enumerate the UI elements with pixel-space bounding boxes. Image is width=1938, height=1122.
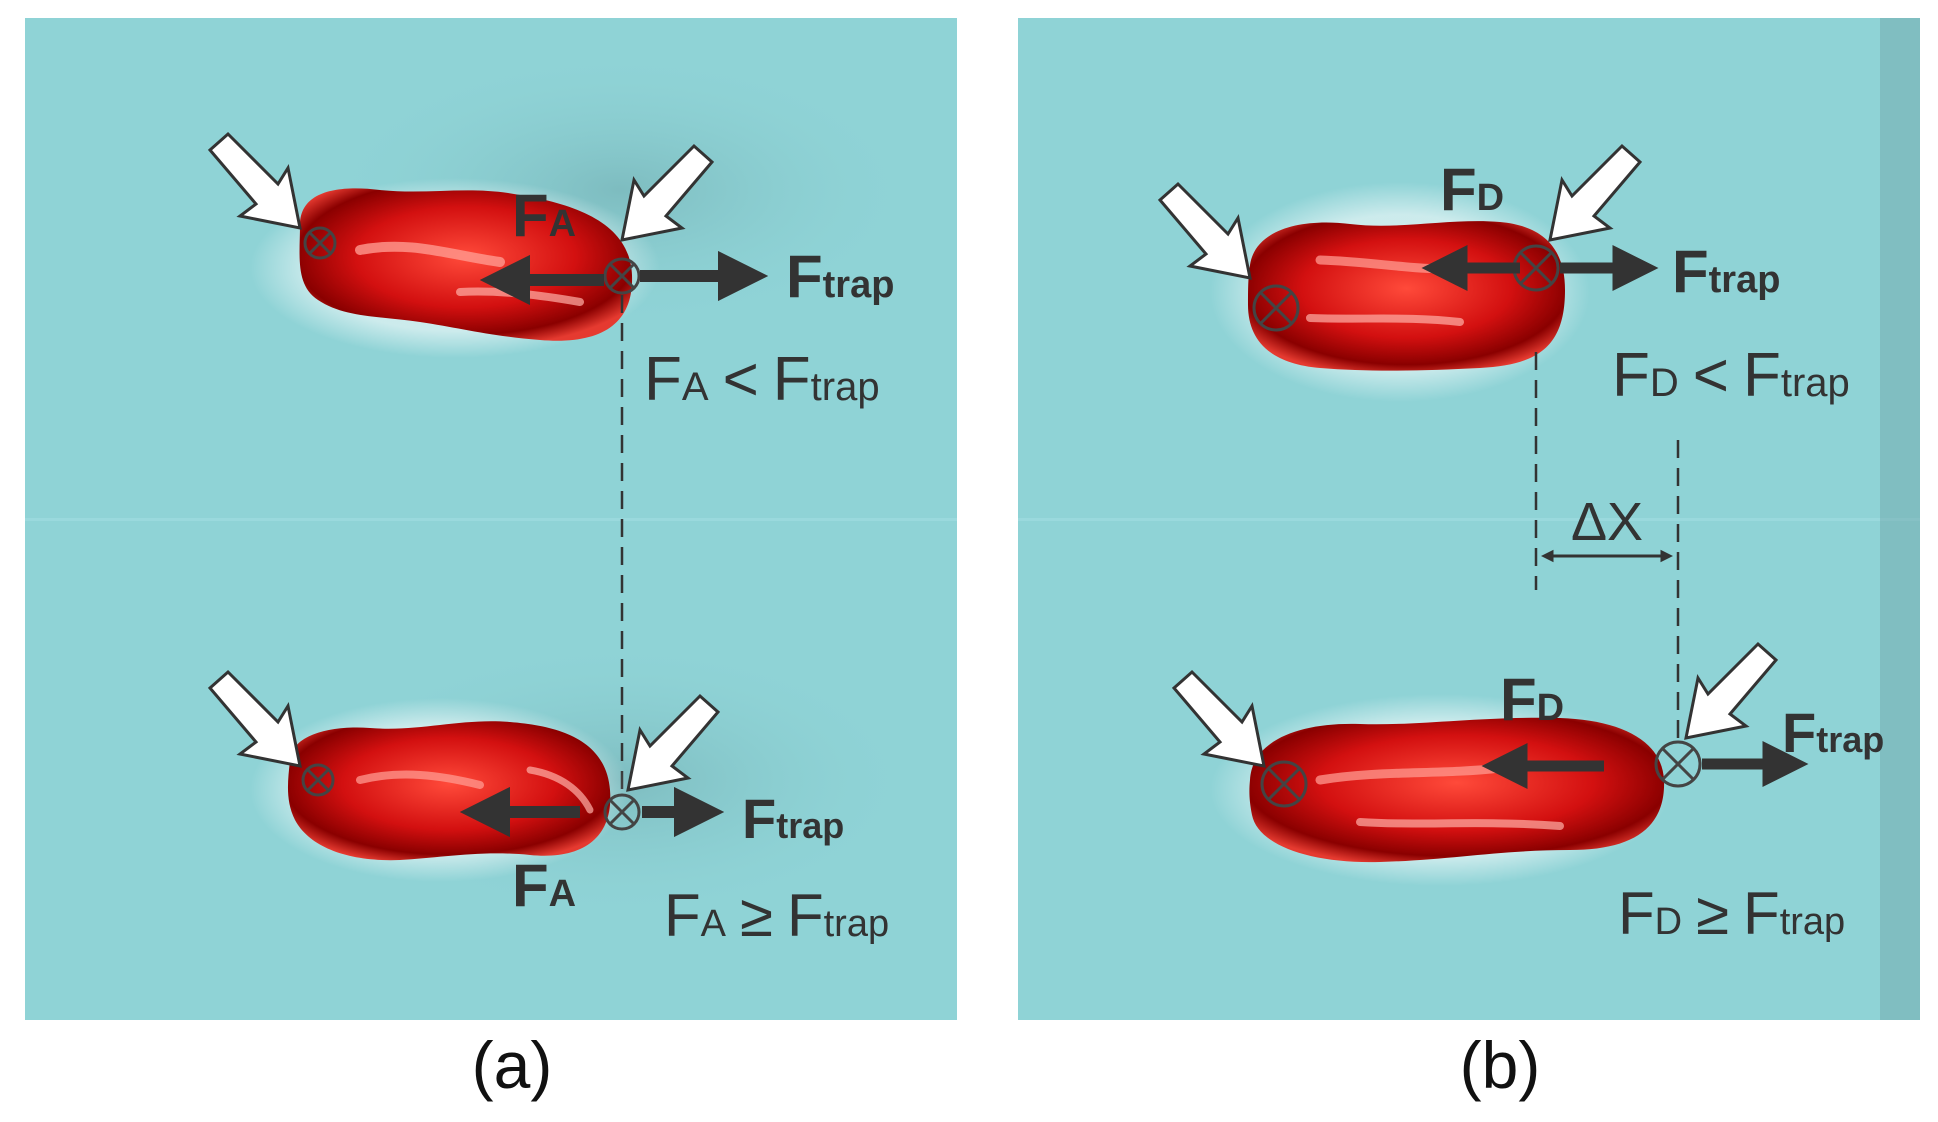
panel-a-top-right-trap-icon [603, 257, 641, 295]
panel-b-caption: (b) [1460, 1028, 1541, 1102]
panel-b-top-trap-label: Ftrap [1672, 238, 1780, 305]
panel-a-top-relation: FA<Ftrap [644, 345, 880, 414]
panel-b-top-left-trap-icon [1252, 284, 1300, 332]
panel-a-seam [25, 518, 957, 521]
panel-a-bottom-cell-highlight [356, 770, 484, 789]
panel-a: FA Ftrap FA<Ftrap Ftrap FA FA≥Ftrap [25, 18, 957, 1020]
panel-b-bottom-right-pointer [1684, 641, 1779, 740]
panel-b-seam [1018, 518, 1920, 521]
panel-a-top-trap-label: Ftrap [786, 243, 894, 310]
panel-b-right-shade [1880, 18, 1920, 1020]
panel-a-bottom-cell [287, 721, 611, 861]
panel-a-bottom-right-trap-icon [603, 793, 641, 831]
panel-a-top-right-pointer [620, 143, 715, 242]
panel-b-bottom-left-pointer [1171, 669, 1266, 768]
panel-a-top-left-trap-icon [303, 226, 337, 260]
panel-a-top-force-label: FA [512, 182, 576, 249]
panel-a-top-cell [299, 188, 633, 341]
panel-a-bottom-cell-highlight-2 [526, 766, 594, 814]
panel-a-bottom-trap-label: Ftrap [742, 787, 844, 850]
panel-a-bottom-left-trap-icon [301, 763, 335, 797]
panel-b-displacement-label: ΔX [1571, 492, 1643, 552]
panel-b-top-left-pointer [1157, 181, 1252, 280]
panel-b-top-cell-highlight-2 [1306, 314, 1464, 326]
panel-b-bottom-relation: FD≥Ftrap [1618, 880, 1845, 947]
panel-a-bottom-left-pointer [207, 669, 302, 768]
panel-b-bottom-left-trap-icon [1260, 760, 1308, 808]
panel-b-top-right-pointer [1548, 143, 1643, 242]
panel-a-top-left-pointer [207, 131, 302, 230]
panel-b-bottom-right-trap-icon [1654, 740, 1702, 788]
panel-a-bottom-right-pointer [626, 693, 721, 792]
panel-b-bottom-force-label: FD [1500, 666, 1564, 733]
panel-b-bottom-cell-highlight [1315, 763, 1505, 785]
panel-b-bottom-cell-highlight-2 [1356, 818, 1564, 830]
panel-a-bottom-relation: FA≥Ftrap [664, 882, 889, 949]
panel-b-top-relation: FD<Ftrap [1612, 341, 1850, 410]
panel-b: FD Ftrap FD<Ftrap ΔX FD Ftr [1018, 18, 1920, 1020]
panel-b-bottom-cell [1249, 717, 1665, 863]
panel-b-top-force-label: FD [1440, 156, 1504, 223]
panel-b-bottom-trap-label: Ftrap [1782, 701, 1884, 764]
panel-a-bottom-force-label: FA [512, 852, 576, 919]
panel-a-caption: (a) [472, 1028, 553, 1102]
